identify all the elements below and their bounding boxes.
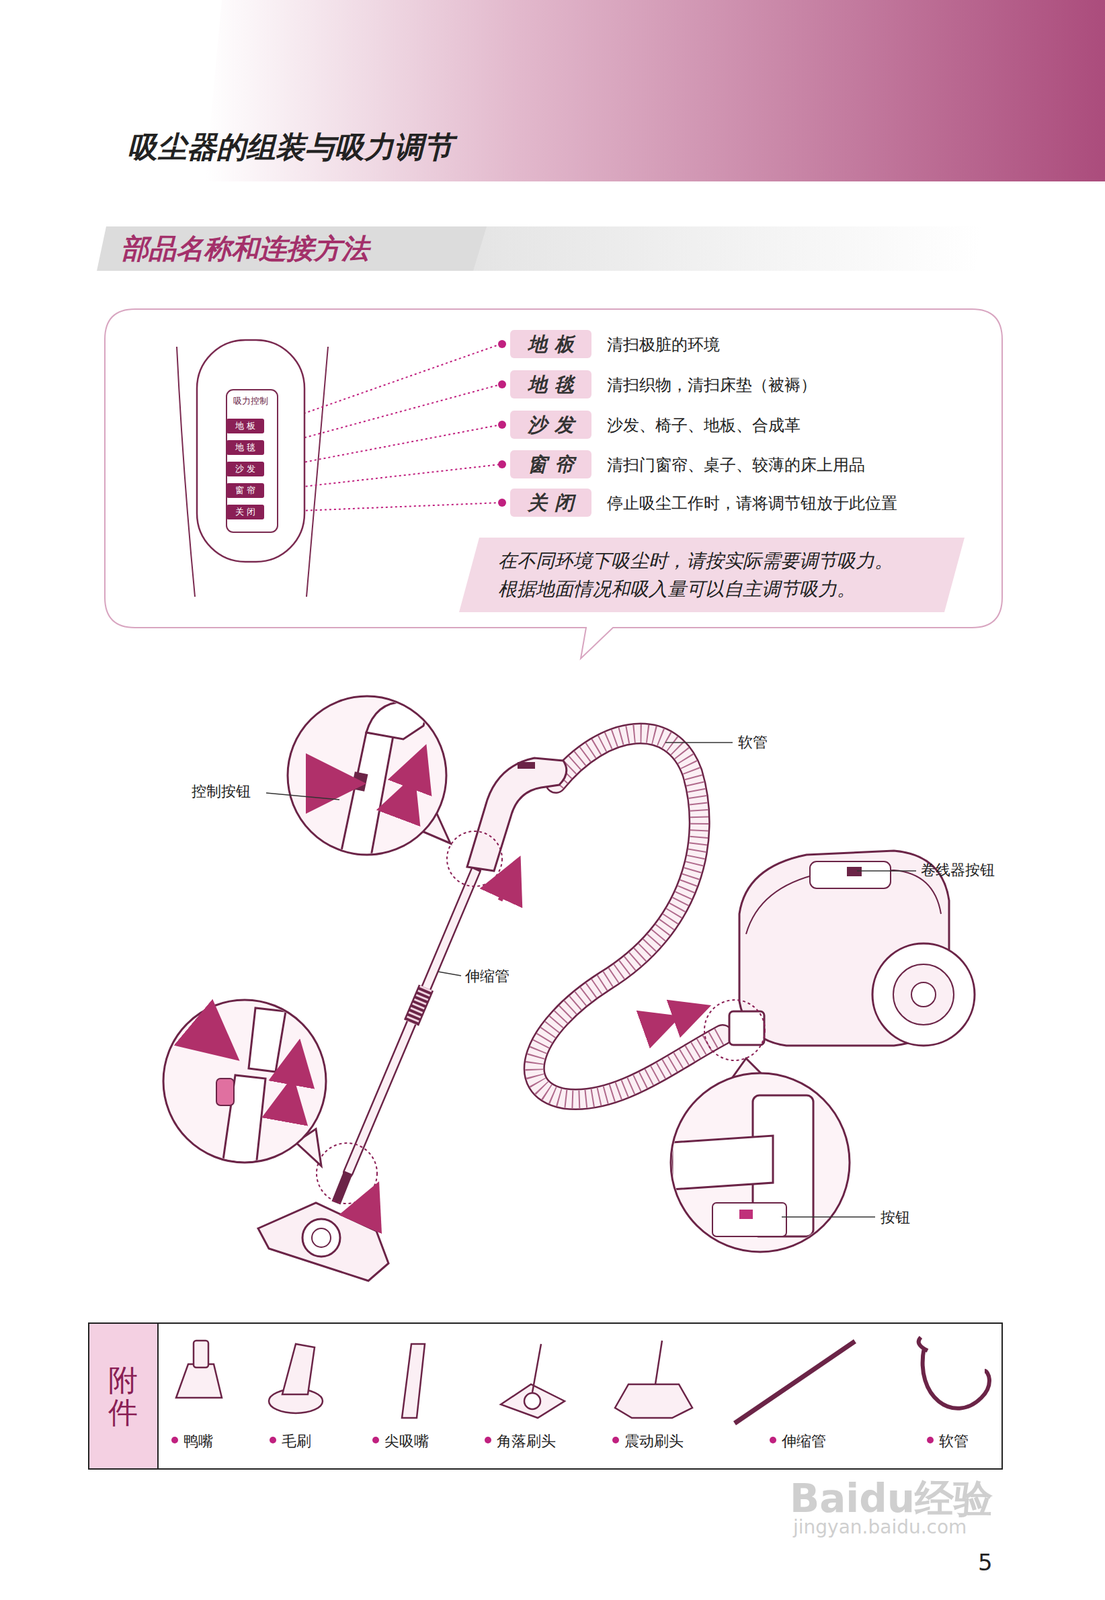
part-label: 尖吸嘴 xyxy=(384,1431,429,1452)
part-label: 清扫门窗帘、桌子、较薄的床上用品 xyxy=(606,454,866,476)
suction-button: 沙 发 xyxy=(226,461,265,477)
part-label: 软管 xyxy=(738,732,768,753)
page-title: 吸尘器的组装与吸力调节 xyxy=(127,127,454,168)
part-label: 控制按钮 xyxy=(191,781,251,802)
edge-end-dot xyxy=(498,380,507,389)
node-text: 沙 发 xyxy=(226,461,265,477)
part-label: 清扫极脏的环境 xyxy=(606,334,720,356)
suction-button: 地 板 xyxy=(226,418,265,434)
node-text: 窗 帘 xyxy=(226,483,265,499)
node-text: 地 毯 xyxy=(510,370,592,399)
part-label: 毛刷 xyxy=(281,1431,312,1452)
node-text: 地 毯 xyxy=(226,440,265,456)
suction-button: 窗 帘 xyxy=(226,483,265,499)
node-text: 在不同环境下吸尘时，请按实际需要调节吸力。 xyxy=(498,547,965,576)
part-label: 停止吸尘工作时，请将调节钮放于此位置 xyxy=(606,492,898,515)
part-label: 角落刷头 xyxy=(496,1431,556,1452)
node-text: 地 板 xyxy=(510,330,592,359)
node-text: 部品名称和连接方法 xyxy=(96,226,487,271)
mode-tag: 关 闭 xyxy=(510,488,592,517)
part-label: 卷线器按钮 xyxy=(920,860,995,881)
part-label: 5 xyxy=(977,1549,993,1577)
edge-end-dot xyxy=(498,420,507,429)
shape-outline xyxy=(459,537,965,613)
node-text: 沙 发 xyxy=(510,410,592,439)
note-band: 在不同环境下吸尘时，请按实际需要调节吸力。根据地面情况和吸入量可以自主调节吸力。 xyxy=(459,537,965,613)
part-label: 伸缩管 xyxy=(465,966,510,987)
section-band: 部品名称和连接方法 xyxy=(96,226,487,271)
part-label: jingyan.baidu.com xyxy=(793,1516,967,1539)
mode-tag: 地 板 xyxy=(510,330,592,359)
node-text: 关 闭 xyxy=(510,488,592,517)
suction-button: 关 闭 xyxy=(226,504,265,520)
mode-tag: 沙 发 xyxy=(510,410,592,439)
part-label: 清扫织物，清扫床垫（被褥） xyxy=(606,374,817,396)
mode-tag: 地 毯 xyxy=(510,370,592,399)
edge-end-dot xyxy=(498,498,507,507)
part-label: 震动刷头 xyxy=(624,1431,684,1452)
part-label: 伸缩管 xyxy=(781,1431,827,1452)
table-header: 附件 xyxy=(108,1364,138,1430)
edge-end-dot xyxy=(498,460,507,469)
edge-end-dot xyxy=(498,340,507,349)
part-label: 按钮 xyxy=(880,1207,911,1229)
node-text: 窗 帘 xyxy=(510,450,592,479)
part-label: 软管 xyxy=(938,1431,969,1452)
part-label: 鸭嘴 xyxy=(183,1431,214,1452)
part-label: 沙发、椅子、地板、合成革 xyxy=(606,414,801,437)
control-panel: 吸力控制地 板地 毯沙 发窗 帘关 闭 xyxy=(195,338,306,564)
mode-tag: 窗 帘 xyxy=(510,450,592,479)
node-text: 关 闭 xyxy=(226,504,265,520)
node-text: 地 板 xyxy=(226,418,265,434)
node-text: 根据地面情况和吸入量可以自主调节吸力。 xyxy=(498,575,965,604)
node-text: 吸力控制 xyxy=(195,395,306,408)
suction-button: 地 毯 xyxy=(226,440,265,456)
